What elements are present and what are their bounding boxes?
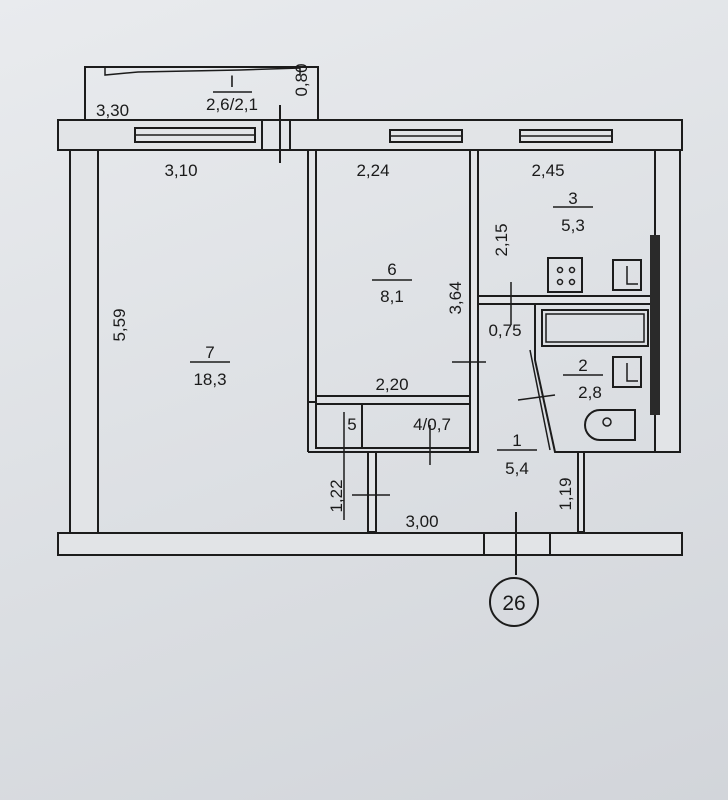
top-wall — [57, 105, 683, 163]
bathroom-sink — [612, 356, 642, 388]
kitchen-sink — [612, 259, 642, 291]
balcony-length: 3,30 — [96, 101, 129, 120]
room-7-number: 7 — [205, 343, 214, 362]
room-1-depth-right: 1,19 — [556, 477, 575, 510]
room-2-area: 2,8 — [578, 383, 602, 402]
kitchen-bath-walls — [477, 235, 660, 533]
room-3-width: 2,45 — [531, 161, 564, 180]
room-7-length: 5,59 — [110, 308, 129, 341]
bathtub — [541, 309, 649, 347]
room-3-area: 5,3 — [561, 216, 585, 235]
toilet — [584, 409, 636, 441]
room-6-width-top: 2,24 — [356, 161, 389, 180]
room-5-label: 5 — [347, 415, 356, 434]
apartment-number: 26 — [502, 592, 525, 615]
room-1-depth-left: 1,22 — [327, 479, 346, 512]
room-6-number: 6 — [387, 260, 396, 279]
room-4-label: 4/0,7 — [413, 415, 451, 434]
room-3-number: 3 — [568, 189, 577, 208]
room-7-area: 18,3 — [193, 370, 226, 389]
room-6-width-bottom: 2,20 — [375, 375, 408, 394]
room-6-area: 8,1 — [380, 287, 404, 306]
room-1-width: 3,00 — [405, 512, 438, 531]
stove — [547, 257, 583, 293]
balcony — [84, 66, 319, 120]
room-2-width: 0,75 — [488, 321, 521, 340]
room-1-number: 1 — [512, 431, 521, 450]
room-6-length: 3,64 — [446, 281, 465, 314]
room-2-number: 2 — [578, 356, 587, 375]
apartment-number-badge: 26 — [489, 577, 539, 627]
balcony-depth: 0,80 — [292, 63, 311, 96]
balcony-number: I — [230, 72, 235, 91]
balcony-area: 2,6/2,1 — [206, 95, 258, 114]
room-3-length: 2,15 — [492, 223, 511, 256]
left-wall — [69, 149, 99, 535]
room-6-walls — [307, 149, 479, 533]
dimension-ticks — [190, 91, 603, 520]
room-1-area: 5,4 — [505, 459, 529, 478]
ventilation-shaft — [650, 235, 660, 415]
room-7-width: 3,10 — [164, 161, 197, 180]
